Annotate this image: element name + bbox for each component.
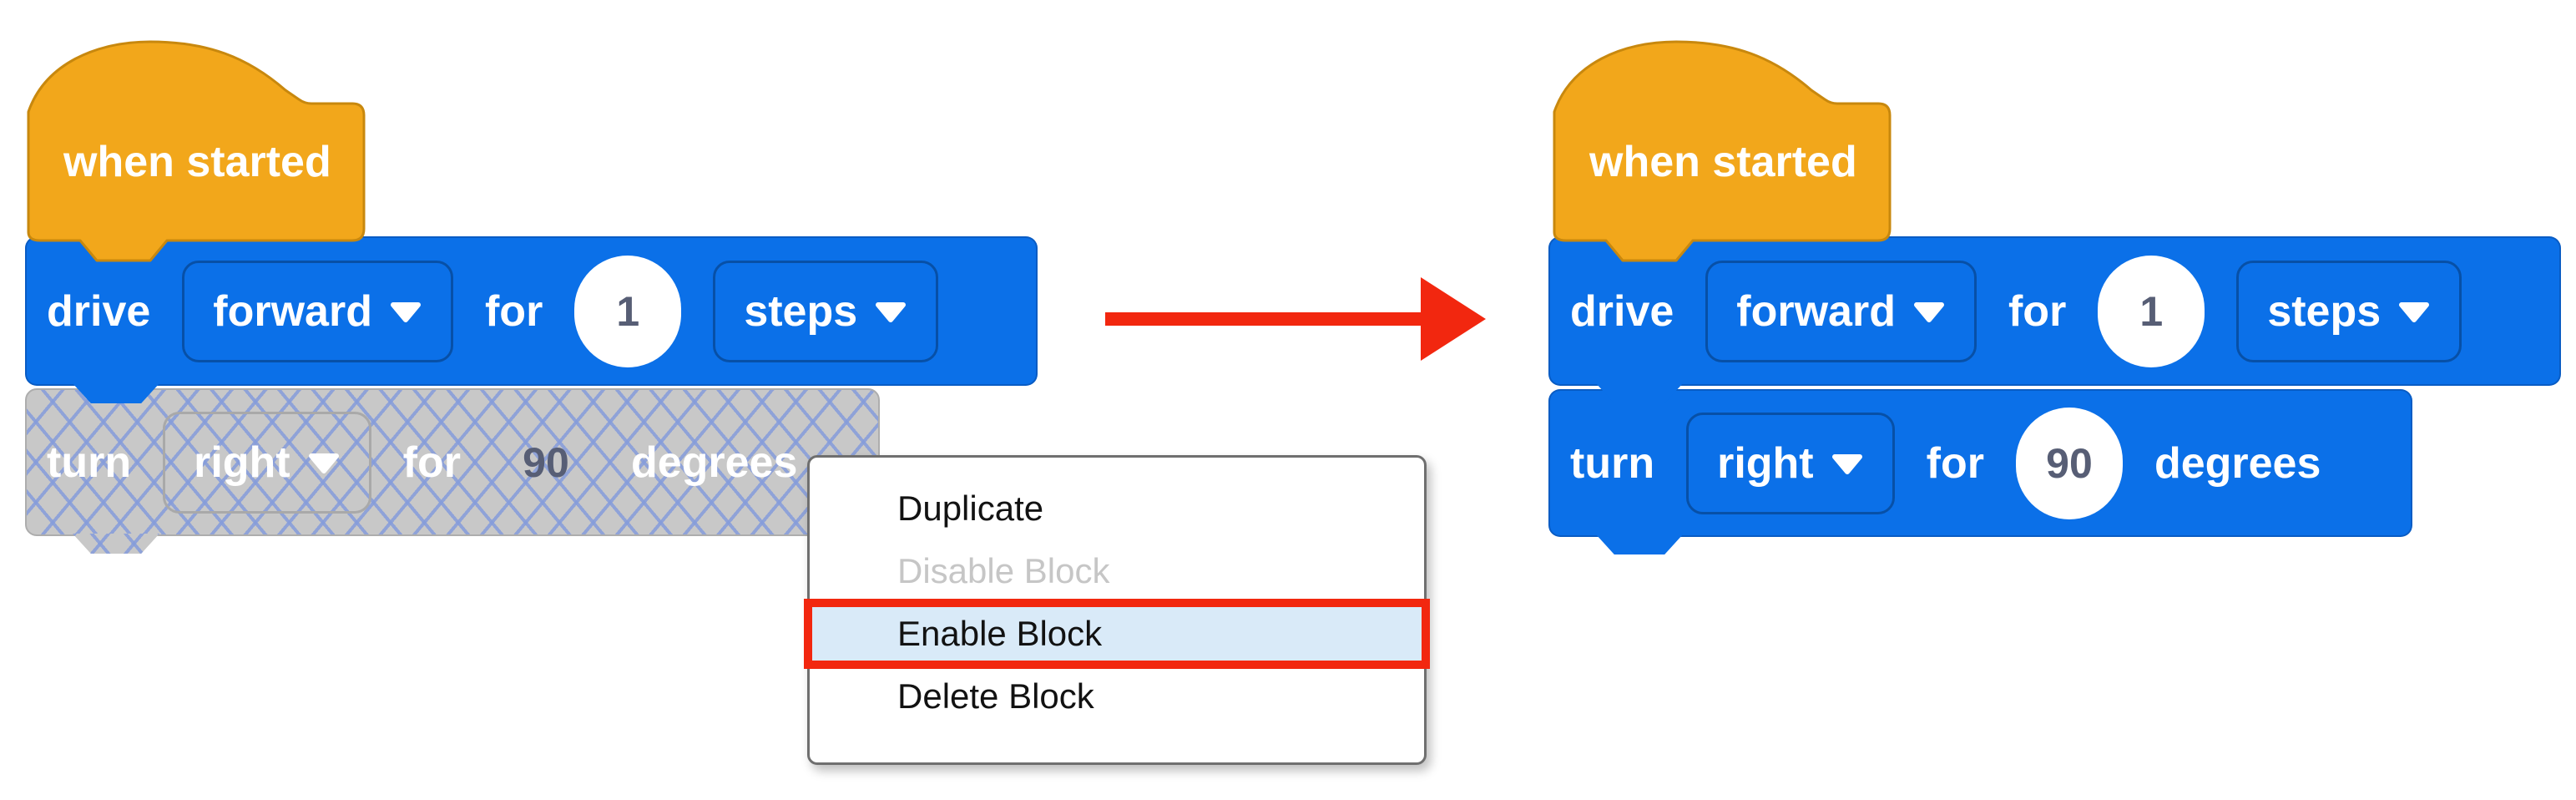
dropdown-arrow-icon (1913, 301, 1944, 322)
menu-item-duplicate[interactable]: Duplicate (897, 489, 1044, 528)
hat-block-label: when started (63, 138, 331, 186)
value-input[interactable]: 90 (492, 407, 599, 519)
dropdown-value: right (1717, 438, 1814, 488)
dropdown-value: steps (744, 286, 858, 336)
block-preposition-label: for (1926, 438, 1984, 488)
when-started-hat-block[interactable]: when started (1549, 35, 1900, 273)
block-connector-tab (1596, 534, 1683, 554)
value-input[interactable]: 1 (2098, 255, 2205, 367)
menu-item-label: Enable Block (897, 614, 1103, 653)
transition-arrow (1105, 277, 1486, 361)
value-input[interactable]: 1 (574, 255, 682, 367)
dropdown-arrow-icon (308, 453, 339, 473)
dropdown-arrow-icon (2399, 301, 2430, 322)
when-started-hat-block[interactable]: when started (23, 35, 374, 273)
block-preposition-label: for (484, 286, 543, 336)
hat-block-shape (1553, 40, 1892, 262)
menu-item-disable-block: Disable Block (897, 551, 1110, 590)
drive-block[interactable]: drive forward for 1 steps (1548, 236, 2561, 403)
dropdown-value: right (194, 438, 290, 487)
block-connector-tab (73, 534, 159, 554)
block-preposition-label: for (402, 438, 461, 487)
hat-block-label: when started (1589, 138, 1857, 186)
turn-block[interactable]: turn right for 90 degrees (1548, 389, 2412, 554)
block-unit-label: degrees (2154, 438, 2321, 488)
drive-block[interactable]: drive forward for 1 steps (25, 236, 1038, 403)
dropdown-arrow-icon (390, 301, 421, 322)
value-text: 90 (2046, 439, 2093, 487)
dropdown-arrow-icon (1831, 453, 1862, 474)
dropdown-value: steps (2267, 286, 2382, 336)
value-text: 1 (2139, 287, 2164, 335)
value-text: 90 (523, 438, 569, 486)
hat-block-shape (27, 40, 366, 262)
menu-item-delete-block[interactable]: Delete Block (897, 676, 1094, 716)
value-text: 1 (616, 287, 640, 335)
menu-item-enable-block[interactable]: Enable Block (804, 599, 1430, 669)
block-verb-label: turn (1570, 438, 1655, 488)
direction-dropdown[interactable]: right (1686, 412, 1895, 514)
direction-dropdown[interactable]: forward (182, 260, 453, 362)
block-verb-label: turn (47, 438, 132, 487)
dropdown-value: forward (213, 286, 372, 336)
direction-dropdown[interactable]: forward (1705, 260, 1977, 362)
context-menu: Duplicate Disable Block Enable Block Del… (804, 455, 1430, 765)
block-verb-label: drive (1570, 286, 1674, 336)
block-unit-label: degrees (630, 438, 798, 487)
value-input[interactable]: 90 (2015, 407, 2123, 519)
dropdown-arrow-icon (876, 301, 907, 322)
unit-dropdown[interactable]: steps (2236, 260, 2462, 362)
block-verb-label: drive (47, 286, 151, 336)
turn-block-disabled[interactable]: turn right for 90 degrees (25, 388, 880, 554)
unit-dropdown[interactable]: steps (713, 260, 939, 362)
dropdown-value: forward (1736, 286, 1896, 336)
direction-dropdown[interactable]: right (163, 411, 371, 514)
block-preposition-label: for (2008, 286, 2067, 336)
